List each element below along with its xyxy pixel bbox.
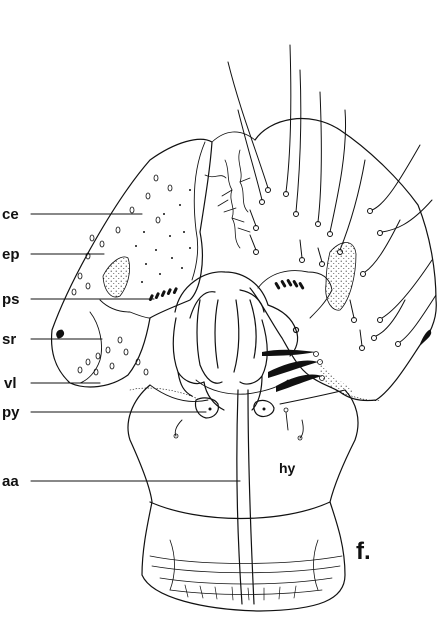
label-ps: ps: [2, 292, 20, 307]
aedeagus: [237, 390, 254, 604]
left-lobes: [52, 139, 212, 387]
label-ep: ep: [2, 247, 20, 262]
right-lobes: [228, 45, 436, 401]
label-ce: ce: [2, 207, 19, 222]
label-aa: aa: [2, 474, 19, 489]
label-py: py: [2, 405, 20, 420]
panel-letter: f.: [356, 540, 371, 564]
label-sr: sr: [2, 332, 16, 347]
membrane: [205, 132, 255, 248]
hypandrium: [128, 385, 358, 611]
label-hy: hy: [279, 461, 295, 475]
leader-lines: [31, 214, 240, 481]
label-vl: vl: [4, 376, 17, 391]
